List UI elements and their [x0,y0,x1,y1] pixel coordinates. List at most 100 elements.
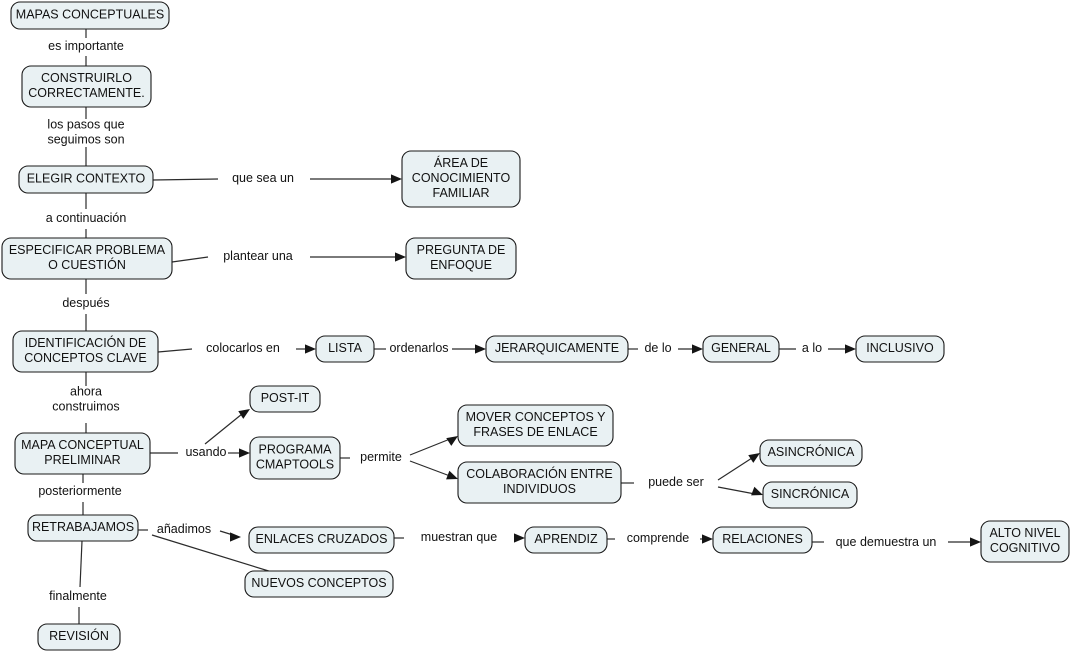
edge-label: a continuación [46,211,127,225]
edge-e-enlaces-aprendiz: muestran que [394,530,525,544]
node-shape[interactable] [457,461,622,504]
edge-line [409,438,451,456]
node-shape[interactable] [14,432,151,475]
node-aprendiz[interactable]: APRENDIZ [524,526,608,554]
node-shape[interactable] [27,514,139,542]
edge-e-programa-mover: permite [340,436,458,464]
node-shape[interactable] [712,526,813,554]
edge-label: colocarlos en [206,341,280,355]
arrow-head-icon [446,436,458,446]
node-label: GENERAL [711,341,771,355]
node-shape[interactable] [401,150,521,208]
arrow-head-icon [748,453,760,463]
node-asincronica[interactable]: ASINCRÓNICA [759,439,863,467]
edge-label: a lo [802,341,822,355]
edge-label: ordenarlos [389,341,448,355]
node-jerarquicamente[interactable]: JERARQUICAMENTE [485,335,629,363]
node-label: JERARQUICAMENTE [495,341,619,355]
arrow-head-icon [845,344,856,354]
node-shape[interactable] [1,237,173,280]
node-retrabajamos[interactable]: RETRABAJAMOS [27,514,139,542]
arrow-head-icon [446,470,458,480]
node-shape[interactable] [762,481,858,509]
edge-label: posteriormente [38,484,121,498]
edge-e-elegir-area: que sea un [152,171,402,185]
node-shape[interactable] [248,526,395,554]
edge-label: muestran que [421,530,497,544]
edge-label: después [62,296,109,310]
edge-e-colaboracion-sincronica [717,486,763,496]
node-shape[interactable] [980,520,1070,563]
node-shape[interactable] [855,335,945,363]
node-shape[interactable] [21,65,152,108]
node-shape[interactable] [315,335,375,363]
node-sincronica[interactable]: SINCRÓNICA [762,481,858,509]
node-lista[interactable]: LISTA [315,335,375,363]
node-relaciones[interactable]: RELACIONES [712,526,813,554]
node-nuevos[interactable]: NUEVOS CONCEPTOS [244,570,394,598]
node-label: APRENDIZ [534,532,598,546]
node-revision[interactable]: REVISIÓN [37,623,121,651]
node-shape[interactable] [457,404,614,447]
node-shape[interactable] [405,237,517,280]
node-shape[interactable] [10,1,170,30]
node-shape[interactable] [485,335,629,363]
node-shape[interactable] [37,623,121,651]
arrow-head-icon [305,344,316,354]
node-inclusivo[interactable]: INCLUSIVO [855,335,945,363]
node-general[interactable]: GENERAL [702,335,780,363]
node-shape[interactable] [524,526,608,554]
node-postit[interactable]: POST-IT [249,385,321,413]
node-shape[interactable] [249,385,321,413]
edge-e-identificacion-lista: colocarlos en [157,341,316,355]
edge-label: finalmente [49,589,107,603]
arrow-head-icon [230,532,241,542]
arrow-head-icon [475,344,486,354]
arrow-head-icon [702,534,713,544]
edge-e-retrabajamos-enlaces: añadimos [138,522,241,542]
edge-label: plantear una [223,249,293,263]
node-mapas[interactable]: MAPAS CONCEPTUALES [10,1,170,30]
node-label: RELACIONES [722,532,803,546]
node-elegir[interactable]: ELEGIR CONTEXTO [18,165,154,194]
node-shape[interactable] [702,335,780,363]
node-shape[interactable] [759,439,863,467]
node-shape[interactable] [244,570,394,598]
arrow-head-icon [391,174,402,184]
edge-label: permite [360,450,402,464]
node-label: SINCRÓNICA [771,486,850,501]
node-label: REVISIÓN [49,628,109,643]
edge-label: puede ser [648,475,704,489]
edge-e-especificar-pregunta: plantear una [171,249,406,263]
node-label: INCLUSIVO [866,341,934,355]
edge-label: comprende [627,531,690,545]
edge-line [152,178,219,181]
node-label: POST-IT [261,391,310,405]
edge-e-general-inclusivo: a lo [779,341,856,355]
node-shape[interactable] [249,436,341,480]
node-shape[interactable] [18,165,154,194]
node-shape[interactable] [12,330,159,373]
edge-label: añadimos [157,522,211,536]
arrow-head-icon [514,533,525,543]
node-enlaces[interactable]: ENLACES CRUZADOS [248,526,395,554]
